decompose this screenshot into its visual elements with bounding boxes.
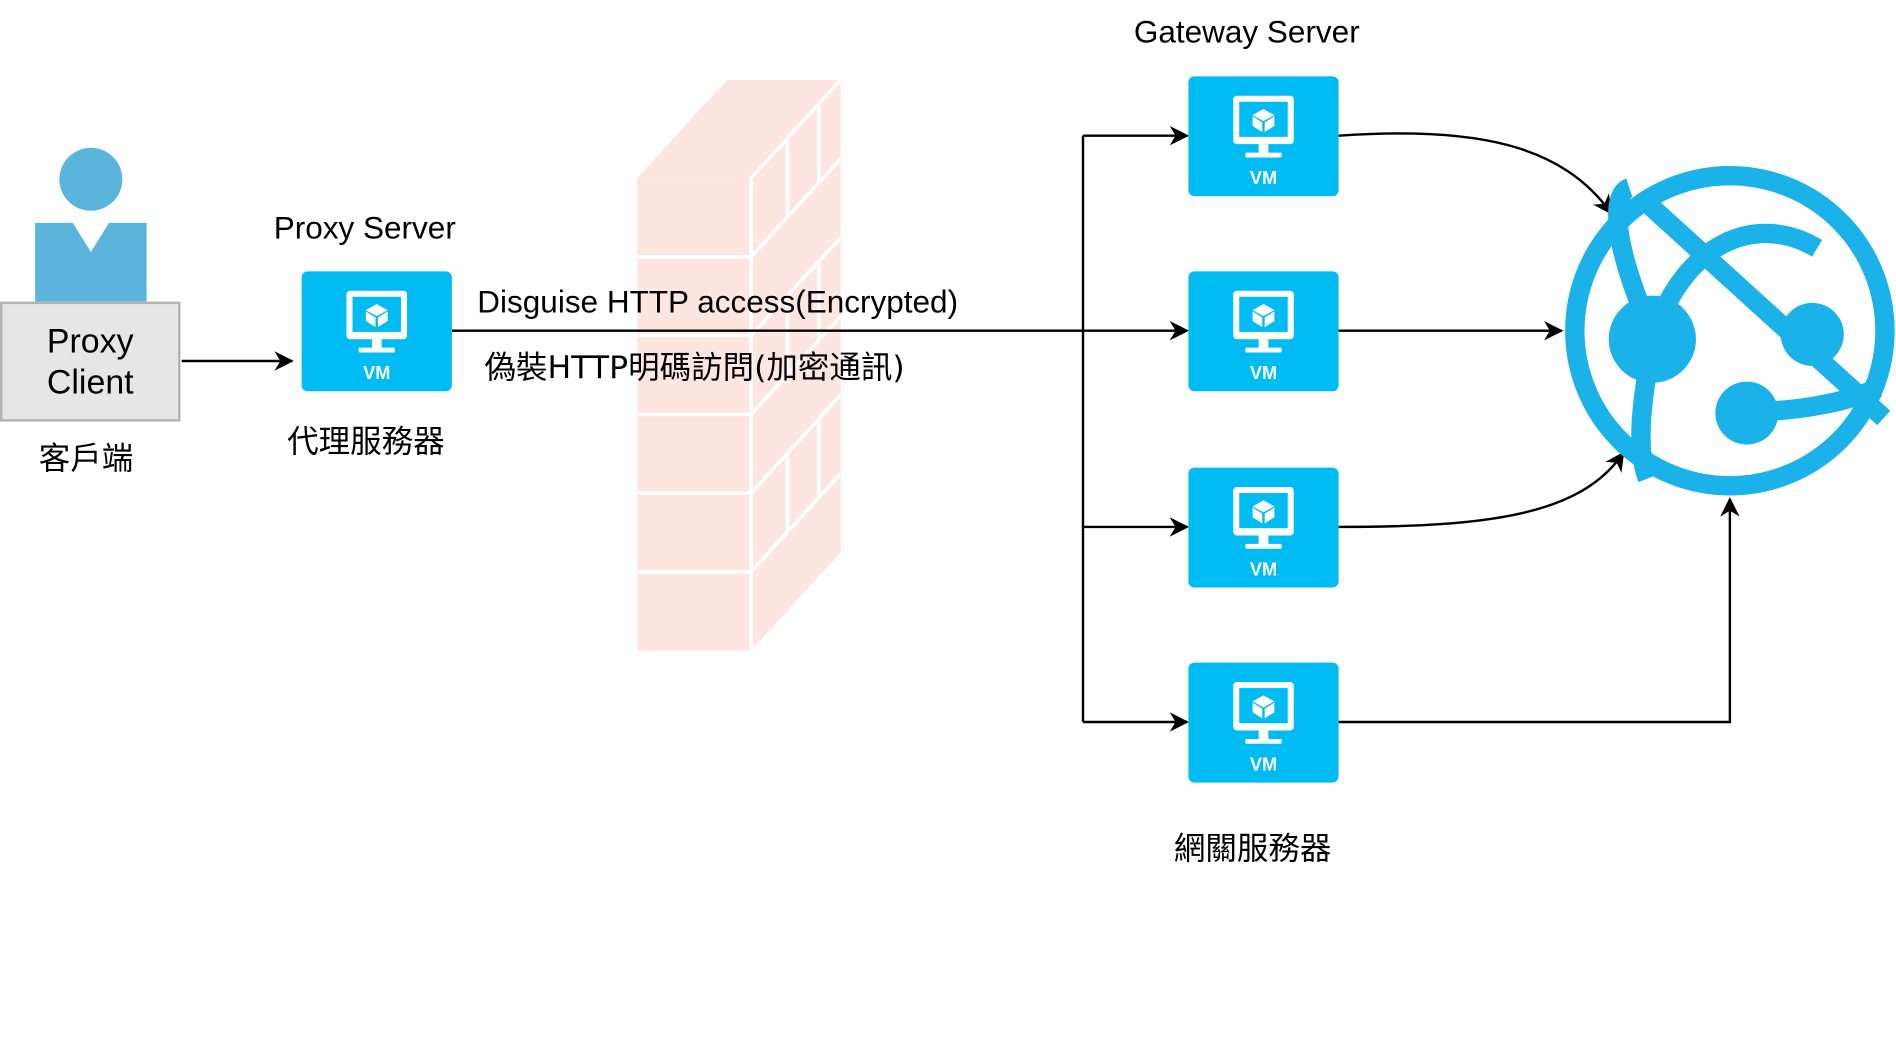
link-label-zh: 偽裝HTTP明碼訪問(加密通訊) <box>484 350 905 387</box>
monitor-icon <box>1233 682 1294 744</box>
vm-label: VM <box>1249 168 1278 189</box>
gateway-server-title: Gateway Server <box>1133 13 1360 50</box>
gateway-server-vm-1[interactable]: VM <box>1188 76 1339 197</box>
gateway-server-caption: 網關服務器 <box>1173 831 1332 868</box>
proxy-server-title: Proxy Server <box>273 209 456 246</box>
gateway-4-to-internet-arrow <box>1338 497 1740 724</box>
diagram-canvas <box>35 78 1895 732</box>
proxy-server-caption: 代理服務器 <box>287 423 445 461</box>
client-label-line1: Proxy <box>46 321 134 360</box>
gateway-1-to-internet-arrow <box>1338 132 1613 215</box>
proxy-server-vm[interactable]: VM <box>301 271 452 392</box>
monitor-icon <box>1233 290 1294 353</box>
monitor-icon <box>1233 486 1294 549</box>
client-caption: 客戶端 <box>38 440 134 478</box>
gateway-3-to-internet-arrow <box>1338 451 1625 529</box>
firewall-wall <box>637 78 843 651</box>
vm-label: VM <box>1249 754 1278 776</box>
gateway-server-vm-2[interactable]: VM <box>1188 271 1339 392</box>
gateway-server-vm-4[interactable]: VM <box>1188 662 1339 783</box>
monitor-icon <box>346 290 408 353</box>
proxy-client-box[interactable]: Proxy Client <box>0 301 181 422</box>
vm-label: VM <box>1249 363 1278 385</box>
internet-globe-icon <box>1565 165 1895 496</box>
client-label-line2: Client <box>46 362 134 401</box>
user-icon <box>35 147 147 302</box>
vm-label: VM <box>1249 559 1278 581</box>
vm-label: VM <box>363 363 391 385</box>
monitor-icon <box>1233 95 1294 158</box>
link-label-en: Disguise HTTP access(Encrypted) <box>477 283 959 320</box>
gateway-server-vm-3[interactable]: VM <box>1188 467 1339 588</box>
